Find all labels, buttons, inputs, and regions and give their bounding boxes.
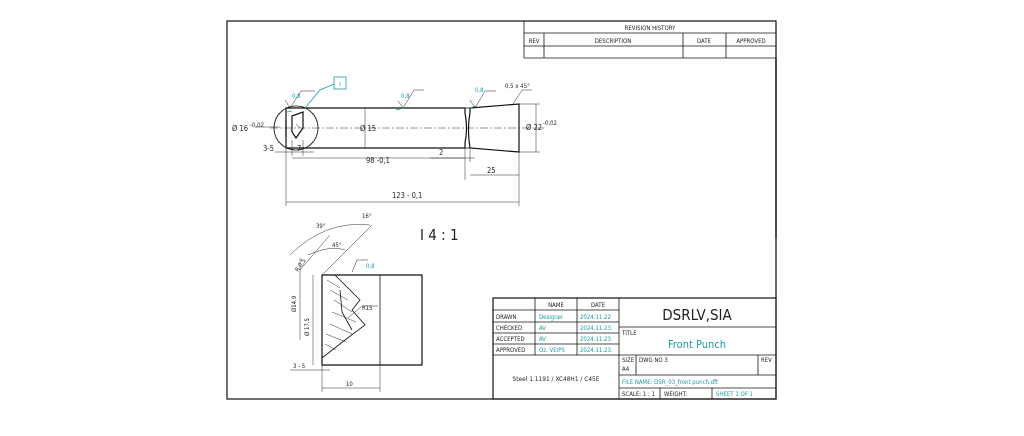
tb-company: DSRLV,SIA <box>662 306 732 324</box>
chamfer-label: 0,5 x 45° <box>505 83 530 90</box>
len-2: 2 <box>439 148 443 157</box>
revision-header-rev: REV <box>529 38 540 45</box>
len-7: 7 <box>297 144 301 153</box>
tb-name-drawn: Designer <box>539 314 564 321</box>
tb-role-approved: APPROVED <box>496 347 525 354</box>
dia-16-label: Ø 16 <box>232 124 248 133</box>
detail-len-3-5: 3 - 5 <box>293 363 305 370</box>
finish-1: 0,8 <box>292 93 301 100</box>
revision-header-date: DATE <box>697 38 712 45</box>
tb-date-approved: 2024.11.23. <box>580 347 613 354</box>
finish-2: 0,8 <box>401 93 410 100</box>
tb-date-checked: 2024.11.23. <box>580 325 613 332</box>
detail-radius: R 0,5 <box>294 258 308 274</box>
dia-16-tol: -0,02 <box>250 122 264 129</box>
finish-3: 0,8 <box>475 87 484 94</box>
tb-name-approved: Oz. VEIPS <box>539 347 565 354</box>
tb-header-date: DATE <box>591 302 606 309</box>
revision-table: REVISION HISTORY REV DESCRIPTION DATE AP… <box>523 21 776 59</box>
main-view: 0,8 0,8 0,8 I 0,5 x 45° Ø 16 -0,02 Ø 15 … <box>232 76 557 206</box>
tb-size-label: SIZE <box>622 357 635 364</box>
tb-date-drawn: 2024.11.22 <box>580 314 611 321</box>
dia-22-tol: -0,02 <box>543 120 557 127</box>
revision-header-approved: APPROVED <box>736 38 765 45</box>
tb-header-name: NAME <box>548 302 564 309</box>
detail-finish: 0,8 <box>366 263 375 270</box>
detail-r15: R15 <box>362 305 373 312</box>
tb-material: Steel 1.1191 / XC48H1 / C45E <box>513 375 600 383</box>
dia-22-label: Ø 22 <box>526 123 542 132</box>
tb-rev-label: REV <box>761 357 772 364</box>
detail-angle-39: 39° <box>316 223 326 230</box>
detail-dia-175: Ø 17,5 <box>304 318 311 336</box>
title-block: NAME DATE DRAWN Designer 2024.11.22 CHEC… <box>492 297 777 400</box>
detail-view: I 4 : 1 39° 16° 45° R 0,5 0,8 R15 Ø14,9 … <box>289 213 459 392</box>
tb-weight: WEIGHT: <box>664 391 687 398</box>
detail-len-10: 10 <box>346 381 353 388</box>
len-25: 25 <box>487 166 496 175</box>
len-3-5: 3-5 <box>263 144 274 153</box>
tb-name-accepted: AV <box>539 336 546 343</box>
tb-role-drawn: DRAWN <box>496 314 516 321</box>
tb-date-accepted: 2024.11.23. <box>580 336 613 343</box>
revision-title: REVISION HISTORY <box>625 25 676 32</box>
tb-title-label: TITLE <box>621 330 637 337</box>
tb-role-checked: CHECKED <box>496 325 522 332</box>
len-98: 98 -0,1 <box>366 156 390 165</box>
tb-name-checked: AV <box>539 325 546 332</box>
tb-size: A4 <box>622 366 630 373</box>
revision-header-description: DESCRIPTION <box>595 38 632 45</box>
detail-dia-149: Ø14,9 <box>291 295 298 312</box>
tb-dwg-label: DWG NO 3 <box>639 357 668 364</box>
detail-angle-45: 45° <box>332 242 342 249</box>
len-123: 123 - 0,1 <box>392 191 422 200</box>
tb-role-accepted: ACCEPTED <box>496 336 525 343</box>
tb-scale: SCALE: 1 : 1 <box>622 391 655 398</box>
detail-angle-16: 16° <box>362 213 372 220</box>
detail-callout-label: I <box>339 81 341 88</box>
detail-scale-label: I 4 : 1 <box>420 226 459 244</box>
tb-title: Front Punch <box>668 338 726 351</box>
tb-file-name: FILE NAME: DSR_03_front punch.dft <box>622 379 718 386</box>
tb-sheet: SHEET 1 OF 1 <box>716 391 753 398</box>
dia-15-label: Ø 15 <box>360 124 376 133</box>
detail-callout-box <box>333 76 347 90</box>
